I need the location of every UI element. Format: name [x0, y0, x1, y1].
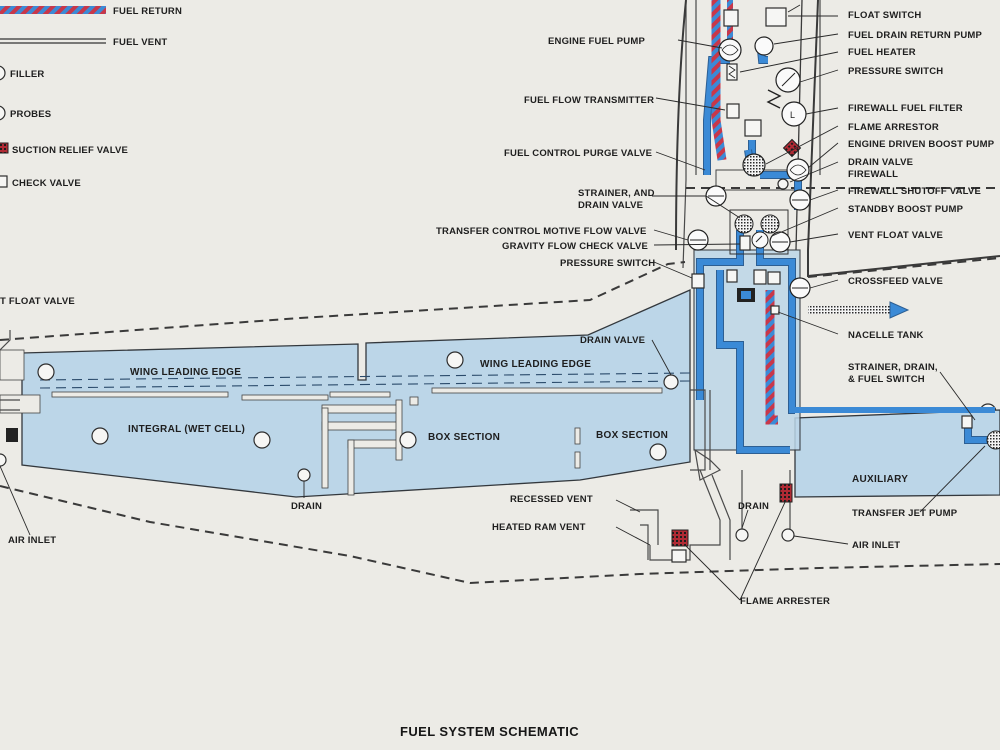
heated-ram-vent-check [671, 549, 687, 563]
nacelle-outline [675, 0, 1000, 278]
drain-wing-icon [297, 468, 311, 482]
tank-label-wing-leading-edge-left: WING LEADING EDGE [130, 367, 241, 378]
air-inlet-right-icon [781, 528, 795, 542]
filler-icon [37, 363, 55, 381]
label-transfer-control-motive-flow-valve: TRANSFER CONTROL MOTIVE FLOW VALVE [436, 226, 647, 237]
transfer-jet-pump-icon [986, 430, 1000, 450]
label-float-switch: FLOAT SWITCH [848, 10, 921, 21]
strainer-drain-fuel-switch [961, 415, 973, 429]
nacelle-components: L [0, 7, 1000, 563]
fuel-return-swatch [0, 6, 106, 14]
legend-fuel-return: FUEL RETURN [113, 6, 182, 17]
flame-arrester-left [671, 529, 689, 547]
tank-label-wing-leading-edge-right: WING LEADING EDGE [480, 359, 591, 370]
label-drain-valve: DRAIN VALVE [848, 157, 913, 168]
pressure-switch-mid [691, 273, 705, 289]
standby-boost-pump-icon [751, 231, 769, 249]
label-engine-fuel-pump: ENGINE FUEL PUMP [548, 36, 645, 47]
filler-icon [0, 65, 6, 81]
nacelle-tank [693, 249, 801, 451]
legend-fuel-vent: FUEL VENT [113, 37, 167, 48]
label-pressure-switch-mid: PRESSURE SWITCH [560, 258, 655, 269]
label-flame-arrestor: FLAME ARRESTOR [848, 122, 939, 133]
air-inlet-left-icon [0, 453, 7, 467]
label-standby-boost-pump: STANDBY BOOST PUMP [848, 204, 964, 215]
transmitter-box [744, 119, 762, 137]
label-strainer-drain: STRAINER, DRAIN, [848, 362, 938, 373]
legend-probes: PROBES [10, 109, 51, 120]
probe-icon [91, 427, 109, 445]
label-firewall: FIREWALL [848, 169, 898, 180]
label-heated-ram-vent: HEATED RAM VENT [492, 522, 586, 533]
svg-text:L: L [790, 110, 795, 120]
label-transfer-jet-pump: TRANSFER JET PUMP [852, 508, 958, 519]
engine-driven-boost-pump-icon [786, 158, 810, 182]
label-air-inlet-left: AIR INLET [8, 535, 56, 546]
probe-icon [0, 105, 6, 121]
label-drain-valve-wing: DRAIN VALVE [580, 335, 645, 346]
fuel-drain-return-pump-icon [754, 36, 774, 56]
tank-label-box-section-right: BOX SECTION [596, 430, 668, 441]
label-fuel-drain-return-pump: FUEL DRAIN RETURN PUMP [848, 30, 983, 41]
legend: FUEL RETURN FUEL VENT FILLER PROBES SUCT… [0, 6, 182, 307]
probe-icon [399, 431, 417, 449]
label-drain-center: DRAIN [738, 501, 769, 512]
flame-arrester-right [779, 483, 793, 503]
label-vent-float-valve: VENT FLOAT VALVE [848, 230, 943, 241]
label-drain-valve-2: DRAIN VALVE [578, 200, 643, 211]
label-engine-driven-boost-pump: ENGINE DRIVEN BOOST PUMP [848, 139, 995, 150]
drain-valve-firewall [777, 178, 789, 190]
label-firewall-shutoff-valve: FIREWALL SHUTOFF VALVE [848, 186, 981, 197]
label-fuel-control-purge-valve: FUEL CONTROL PURGE VALVE [504, 148, 652, 159]
page-title: FUEL SYSTEM SCHEMATIC [400, 724, 579, 739]
wing-outline [0, 257, 1000, 585]
check-valve-nacelle-2 [767, 271, 781, 285]
label-firewall-fuel-filter: FIREWALL FUEL FILTER [848, 103, 963, 114]
legend-float-valve: T FLOAT VALVE [0, 296, 75, 307]
tank-label-box-section-left: BOX SECTION [428, 432, 500, 443]
main-wing-tank [0, 289, 691, 498]
tank-label-auxiliary: AUXILIARY [852, 474, 908, 485]
legend-check-valve: CHECK VALVE [12, 178, 81, 189]
label-fuel-switch: & FUEL SWITCH [848, 374, 925, 385]
standby-boost-pump-mesh-right [760, 214, 780, 234]
probe-icon [253, 431, 271, 449]
label-crossfeed-valve: CROSSFEED VALVE [848, 276, 943, 287]
label-fuel-heater: FUEL HEATER [848, 47, 916, 58]
gravity-flow-check-valve [739, 235, 751, 251]
check-valve-icon [0, 175, 8, 188]
probe-icon [446, 351, 464, 369]
float-switch [765, 7, 787, 27]
probe-icon [649, 443, 667, 461]
standby-boost-pump-mesh-left [734, 214, 754, 234]
label-pressure-switch-top: PRESSURE SWITCH [848, 66, 943, 77]
check-valve-nacelle [753, 269, 767, 285]
label-air-inlet-right: AIR INLET [852, 540, 900, 551]
legend-suction-relief-valve: SUCTION RELIEF VALVE [12, 145, 128, 156]
fuel-flow-transmitter [726, 103, 740, 119]
component-labels: FLOAT SWITCH ENGINE FUEL PUMP FUEL DRAIN… [8, 10, 995, 607]
suction-relief-valve-icon [0, 142, 9, 154]
label-flame-arrester: FLAME ARRESTER [740, 596, 830, 607]
float-switch-box [723, 9, 739, 27]
label-fuel-flow-transmitter: FUEL FLOW TRANSMITTER [524, 95, 654, 106]
label-strainer-and: STRAINER, AND [578, 188, 655, 199]
engine-fuel-pump-icon [718, 38, 742, 62]
label-drain-wing: DRAIN [291, 501, 322, 512]
tank-label-integral: INTEGRAL (WET CELL) [128, 424, 245, 435]
label-recessed-vent: RECESSED VENT [510, 494, 593, 505]
left-check-valve [6, 428, 18, 442]
label-gravity-flow-check-valve: GRAVITY FLOW CHECK VALVE [502, 241, 648, 252]
drain-valve-wing-icon [663, 374, 679, 390]
legend-filler: FILLER [10, 69, 44, 80]
float-switch-mid [726, 269, 738, 283]
flame-arrestor-mesh [742, 153, 766, 177]
label-nacelle-tank: NACELLE TANK [848, 330, 924, 341]
nacelle-check-valve [770, 305, 780, 315]
leader-lines [0, 4, 986, 601]
drain-center-icon [735, 528, 749, 542]
